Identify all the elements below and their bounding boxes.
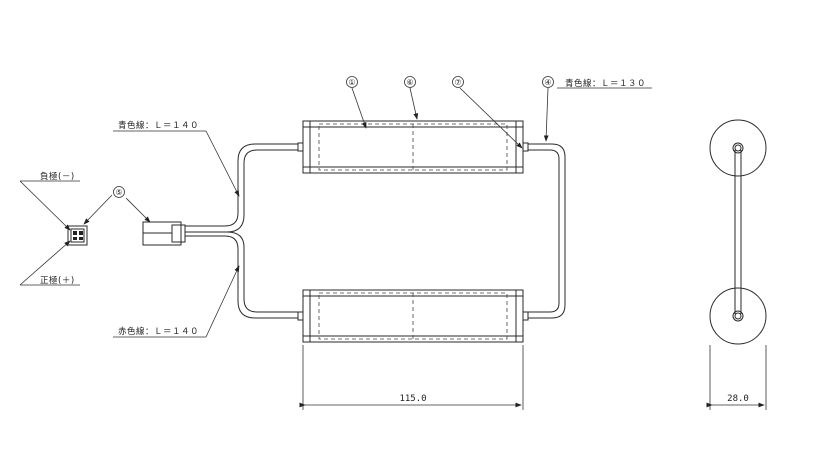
callout-7: ⑦ <box>452 76 464 88</box>
connector-housing <box>142 221 186 246</box>
upper-cell <box>297 120 529 174</box>
dimension-length <box>299 345 524 410</box>
wires <box>185 143 566 319</box>
callout-markers: ① ⑥ ⑦ ④ ⑤ <box>113 76 554 198</box>
side-view <box>709 119 767 345</box>
svg-text:⑦: ⑦ <box>454 78 461 87</box>
callout-6: ⑥ <box>404 76 416 88</box>
svg-text:①: ① <box>348 78 355 87</box>
red-wire-label: 赤色線：Ｌ＝１４０ <box>118 326 199 337</box>
blue-wire-left-label: 青色線：Ｌ＝１４０ <box>118 120 199 131</box>
length-dimension-value: 115.0 <box>399 394 426 404</box>
callout-4: ④ <box>542 76 554 88</box>
svg-text:⑤: ⑤ <box>115 188 122 197</box>
negative-pole-label: 負極(－) <box>40 171 75 182</box>
svg-text:⑥: ⑥ <box>406 78 413 87</box>
positive-pole-label: 正極(＋) <box>40 275 75 286</box>
leader-lines <box>19 87 652 338</box>
callout-5: ⑤ <box>113 186 125 198</box>
lower-cell <box>297 289 529 343</box>
diameter-dimension-value: 28.0 <box>727 394 749 404</box>
dimension-diameter <box>706 345 767 410</box>
connector-face <box>67 225 88 246</box>
callout-1: ① <box>346 76 358 88</box>
svg-text:④: ④ <box>544 78 551 87</box>
blue-wire-right-label: 青色線：Ｌ＝１３０ <box>565 78 646 89</box>
